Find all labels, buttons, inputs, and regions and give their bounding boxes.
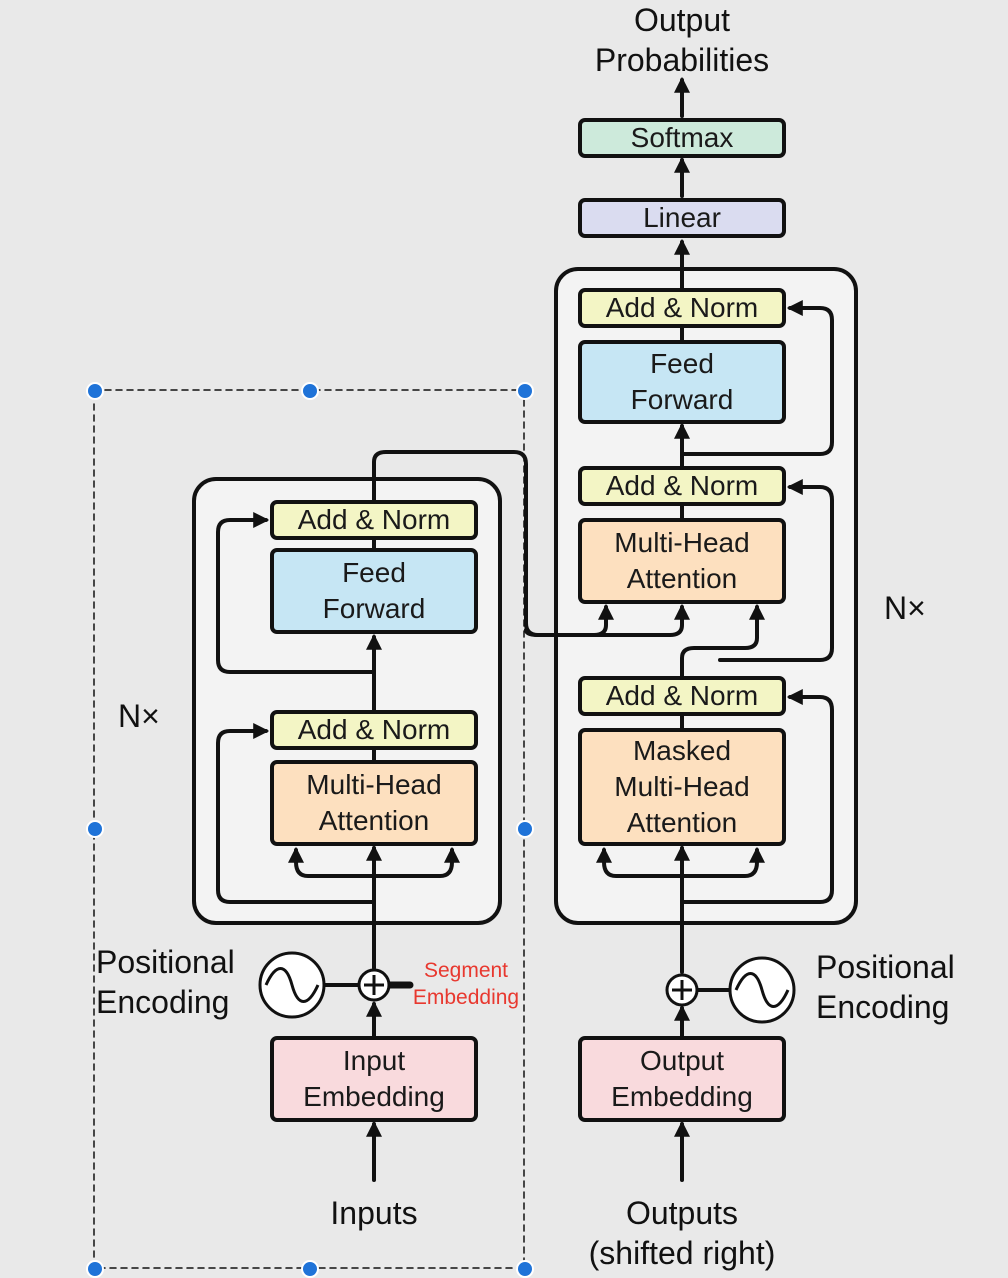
outputs-label: Outputs (shifted right) <box>588 1195 776 1271</box>
encoder-add-norm-top: Add & Norm <box>270 500 478 540</box>
input-embedding-box: Input Embedding <box>270 1036 478 1122</box>
selection-handle-mid-left[interactable] <box>86 820 104 838</box>
encoder-sine-wave-icon <box>258 951 326 1019</box>
encoder-add-icon <box>357 968 391 1002</box>
selection-handle-top-left[interactable] <box>86 382 104 400</box>
decoder-add-icon <box>665 973 699 1007</box>
decoder-positional-encoding-label: Positional Encoding <box>816 949 955 1025</box>
output-probabilities-label: Output Probabilities <box>594 2 770 78</box>
decoder-multi-head-attention: Multi-Head Attention <box>578 518 786 604</box>
decoder-masked-attention: Masked Multi-Head Attention <box>578 728 786 846</box>
decoder-repeat-label: N× <box>884 590 926 626</box>
selection-handle-bottom-left[interactable] <box>86 1260 104 1278</box>
decoder-add-norm-bottom: Add & Norm <box>578 676 786 716</box>
selection-handle-mid-right[interactable] <box>516 820 534 838</box>
selection-handle-bottom-mid[interactable] <box>301 1260 319 1278</box>
encoder-positional-encoding-label: Positional Encoding <box>96 944 235 1020</box>
decoder-sine-wave-icon <box>728 956 796 1024</box>
selection-handle-top-mid[interactable] <box>301 382 319 400</box>
segment-embedding-label: Segment Embedding <box>412 959 520 1009</box>
softmax-box: Softmax <box>578 118 786 158</box>
decoder-add-norm-top: Add & Norm <box>578 288 786 328</box>
selection-handle-bottom-right[interactable] <box>516 1260 534 1278</box>
selection-handle-top-right[interactable] <box>516 382 534 400</box>
encoder-multi-head-attention: Multi-Head Attention <box>270 760 478 846</box>
encoder-feed-forward: Feed Forward <box>270 548 478 634</box>
linear-box: Linear <box>578 198 786 238</box>
encoder-repeat-label: N× <box>118 698 160 734</box>
output-embedding-box: Output Embedding <box>578 1036 786 1122</box>
decoder-feed-forward: Feed Forward <box>578 340 786 424</box>
encoder-add-norm-bottom: Add & Norm <box>270 710 478 750</box>
inputs-label: Inputs <box>330 1195 418 1231</box>
decoder-add-norm-mid: Add & Norm <box>578 466 786 506</box>
